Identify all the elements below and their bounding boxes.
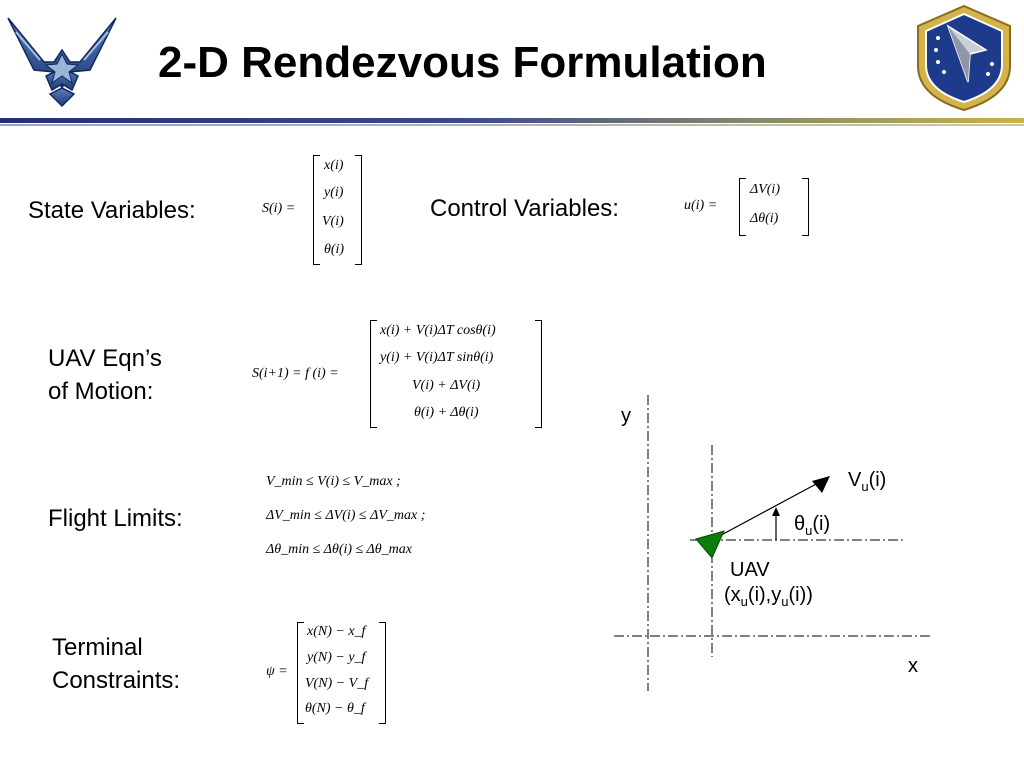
velocity-arrowhead: [812, 476, 830, 493]
control-row: ΔV(i): [750, 182, 780, 197]
terminal-left-bracket: [297, 622, 304, 724]
velocity-label: Vu(i): [848, 469, 887, 494]
terminal-row: x(N) − x_f: [307, 624, 366, 639]
state-left-bracket: [313, 155, 320, 265]
flight-limits-label: Flight Limits:: [48, 505, 183, 532]
state-variables-label: State Variables:: [28, 197, 196, 224]
control-variables-label: Control Variables:: [430, 195, 619, 222]
state-right-bracket: [355, 155, 362, 265]
limit-row: V_min ≤ V(i) ≤ V_max ;: [266, 474, 401, 489]
terminal-row: V(N) − V_f: [305, 676, 369, 691]
motion-left-bracket: [370, 320, 377, 428]
header-divider: [0, 118, 1024, 123]
motion-label-line1: UAV Eqn’s: [48, 345, 162, 372]
motion-equation: S(i+1) = f (i) = x(i) + V(i)ΔT cosθ(i) y…: [252, 316, 552, 432]
control-left-bracket: [739, 178, 746, 236]
terminal-right-bracket: [379, 622, 386, 724]
motion-label-line2: of Motion:: [48, 378, 154, 405]
terminal-row: θ(N) − θ_f: [305, 701, 365, 716]
terminal-lhs: ψ =: [266, 664, 288, 679]
control-vector-equation: u(i) = ΔV(i) Δθ(i): [684, 176, 814, 238]
heading-label: θu(i): [794, 513, 831, 538]
control-lhs: u(i) =: [684, 198, 718, 213]
air-force-research-laboratory-seal: [912, 4, 1016, 112]
uav-label: UAV: [730, 559, 770, 581]
header-divider-thin: [0, 124, 1024, 126]
motion-lhs: S(i+1) = f (i) =: [252, 366, 339, 381]
state-lhs: S(i) =: [262, 201, 296, 216]
page-title: 2-D Rendezvous Formulation: [158, 38, 767, 87]
heading-arrowhead: [772, 507, 780, 516]
terminal-label-line1: Terminal: [52, 634, 143, 661]
velocity-vector: [711, 482, 819, 541]
uav-position-label: (xu(i),yu(i)): [724, 584, 813, 609]
x-axis-label: x: [908, 655, 918, 677]
terminal-constraints-equation: ψ = x(N) − x_f y(N) − y_f V(N) − V_f θ(N…: [266, 618, 396, 728]
motion-row: V(i) + ΔV(i): [412, 378, 481, 393]
state-row: θ(i): [324, 242, 345, 257]
state-row: y(i): [324, 185, 344, 200]
terminal-row: y(N) − y_f: [307, 650, 366, 665]
motion-right-bracket: [535, 320, 542, 428]
uav-icon: [695, 530, 725, 559]
limit-row: Δθ_min ≤ Δθ(i) ≤ Δθ_max: [266, 542, 412, 557]
state-row: x(i): [324, 158, 344, 173]
control-right-bracket: [802, 178, 809, 236]
state-row: V(i): [322, 214, 344, 229]
control-row: Δθ(i): [750, 211, 779, 226]
terminal-label-line2: Constraints:: [52, 667, 181, 694]
limit-row: ΔV_min ≤ ΔV(i) ≤ ΔV_max ;: [266, 508, 426, 523]
air-force-wings-icon: [6, 10, 118, 110]
motion-row: θ(i) + Δθ(i): [414, 405, 479, 420]
uav-geometry-diagram: y x Vu(i) θu(i) UAV (xu(i),yu(i)): [600, 395, 940, 695]
motion-row: y(i) + V(i)ΔT sinθ(i): [380, 350, 494, 365]
flight-limits-equations: V_min ≤ V(i) ≤ V_max ; ΔV_min ≤ ΔV(i) ≤ …: [266, 470, 486, 570]
motion-row: x(i) + V(i)ΔT cosθ(i): [380, 323, 496, 338]
y-axis-label: y: [621, 405, 631, 427]
state-vector-equation: S(i) = x(i) y(i) V(i) θ(i): [262, 152, 372, 268]
